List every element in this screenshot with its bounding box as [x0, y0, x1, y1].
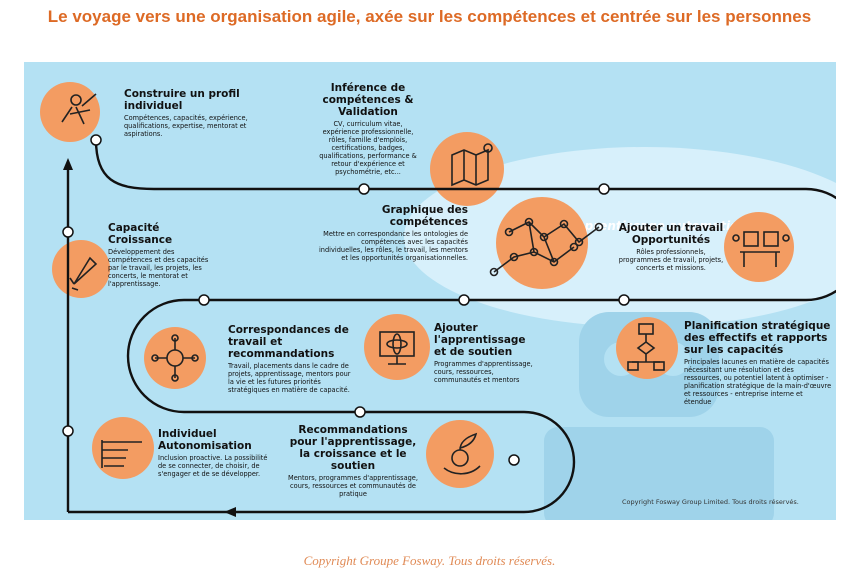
step-description: Compétences, capacités, expérience, qual…	[124, 114, 252, 138]
step-title: Ajouter un travail Opportunités	[616, 222, 726, 246]
step-empower: Individuel Autonomisation Inclusion proa…	[158, 428, 268, 478]
network-graph-icon	[491, 219, 603, 276]
step-description: CV, curriculum vitae, expérience profess…	[316, 120, 420, 176]
desk-workers-icon	[733, 232, 789, 267]
footer-copyright: Copyright Groupe Fosway. Tous droits rés…	[0, 553, 859, 569]
page-title: Le voyage vers une organisation agile, a…	[0, 7, 859, 27]
step-work: Ajouter un travail Opportunités Rôles pr…	[616, 222, 726, 272]
step-description: Programmes d'apprentissage, cours, resso…	[434, 360, 538, 384]
step-title: Correspondances de travail et recommanda…	[228, 324, 354, 360]
person-network-icon	[152, 335, 198, 381]
step-description: Développement des compétences et des cap…	[108, 248, 216, 288]
rocket-icon	[70, 258, 96, 290]
step-title: Individuel Autonomisation	[158, 428, 268, 452]
diagram-panel: IA et apprentissage automatique	[24, 62, 836, 520]
step-inference: Inférence de compétences & Validation CV…	[316, 82, 420, 176]
superhero-icon	[62, 94, 96, 124]
step-growth: Capacité Croissance Développement des co…	[108, 222, 216, 288]
seedling-hand-icon	[444, 434, 480, 474]
step-profile: Construire un profil individuel Compéten…	[124, 88, 252, 138]
step-planning: Planification stratégique des effectifs …	[684, 320, 832, 406]
atom-monitor-icon	[380, 332, 414, 364]
step-matches: Correspondances de travail et recommanda…	[228, 324, 354, 394]
step-description: Mentors, programmes d'apprentissage, cou…	[286, 474, 420, 498]
step-title: Ajouter l'apprentissage et de soutien	[434, 322, 538, 358]
step-recommend: Recommandations pour l'apprentissage, la…	[286, 424, 420, 498]
map-pin-icon	[452, 144, 492, 185]
step-title: Graphique des compétences	[318, 204, 468, 228]
step-description: Principales lacunes en matière de capaci…	[684, 358, 832, 406]
arrow-left-icon	[224, 507, 236, 517]
step-title: Capacité Croissance	[108, 222, 216, 246]
pointing-hand-icon	[102, 440, 142, 468]
step-description: Rôles professionnels, programmes de trav…	[616, 248, 726, 272]
arrow-up-icon	[63, 158, 73, 170]
step-description: Inclusion proactive. La possibilité de s…	[158, 454, 268, 478]
panel-copyright: Copyright Fosway Group Limited. Tous dro…	[622, 498, 799, 506]
step-title: Inférence de compétences & Validation	[316, 82, 420, 118]
step-title: Planification stratégique des effectifs …	[684, 320, 832, 356]
flowchart-icon	[628, 324, 664, 370]
step-graph: Graphique des compétences Mettre en corr…	[318, 204, 468, 262]
step-title: Recommandations pour l'apprentissage, la…	[286, 424, 420, 472]
step-description: Travail, placements dans le cadre de pro…	[228, 362, 354, 394]
step-title: Construire un profil individuel	[124, 88, 252, 112]
step-learning: Ajouter l'apprentissage et de soutien Pr…	[434, 322, 538, 384]
step-description: Mettre en correspondance les ontologies …	[318, 230, 468, 262]
